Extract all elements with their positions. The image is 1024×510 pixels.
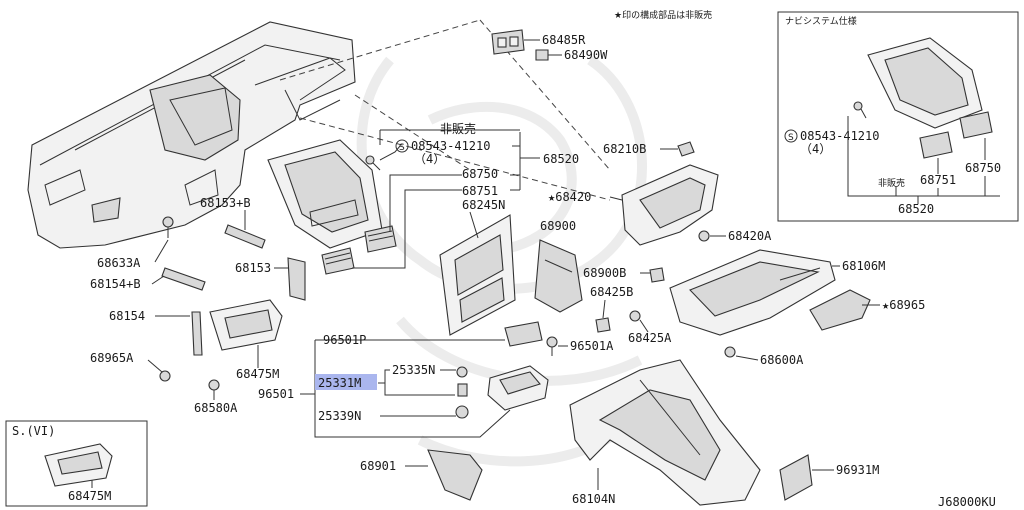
part-25339n-ring[interactable] [455, 405, 469, 419]
screw-icon-68420a [698, 230, 710, 242]
part-68490w-clip[interactable] [535, 49, 549, 61]
label-68633a: 68633A [97, 256, 141, 270]
screw-icon-68600a [724, 346, 736, 358]
part-68154-bracket[interactable] [191, 311, 203, 356]
inset-label-screw-qty: （4） [800, 142, 831, 156]
inset-label-68750: 68750 [965, 161, 1001, 175]
inset-navi-title: ナビシステム仕様 [785, 15, 857, 27]
label-68153: 68153 [235, 261, 271, 275]
label-68104n: 68104N [572, 492, 615, 506]
label-68900b: 68900B [583, 266, 626, 280]
label-68600a: 68600A [760, 353, 804, 367]
label-68475m: 68475M [236, 367, 279, 381]
inset-label-68751: 68751 [920, 173, 956, 187]
dashboard-panel[interactable] [27, 21, 356, 249]
part-68900b-clip[interactable] [649, 267, 665, 283]
part-96501p-ashtray-lid[interactable] [504, 321, 543, 347]
label-68490w: 68490W [564, 48, 608, 62]
part-68965-lid[interactable] [809, 289, 871, 331]
part-68901-finisher[interactable] [427, 449, 483, 501]
part-96931m-finisher[interactable] [779, 454, 813, 501]
label-68485r: 68485R [542, 33, 586, 47]
diagram-code: J68000KU [938, 495, 996, 509]
label-68210b: 68210B [603, 142, 646, 156]
part-68900-side-trim[interactable] [534, 239, 583, 313]
label-68420: ★68420 [548, 190, 591, 204]
label-25331m[interactable]: 25331M [318, 376, 361, 390]
inset-label-68520: 68520 [898, 202, 934, 216]
label-68153b: 68153+B [200, 196, 251, 210]
screw-icon-68580a [208, 379, 220, 391]
screw-icon-96501a [546, 336, 558, 356]
part-25335n-plug[interactable] [456, 366, 468, 397]
screw-icon-inset [853, 101, 867, 119]
inset-label-hanbai: 非販売 [878, 177, 905, 189]
part-68154b-bracket[interactable] [161, 267, 206, 291]
label-68580a: 68580A [194, 401, 238, 415]
part-25331m-socket[interactable] [487, 365, 549, 411]
part-68104n-center-console[interactable] [569, 359, 761, 506]
part-68751-vent[interactable] [321, 247, 355, 275]
label-68245n: 68245N [462, 198, 505, 212]
s-circle-mark-inset: S [788, 133, 794, 143]
part-68485r-switch[interactable] [491, 29, 525, 55]
inset-sv-title: S.(VI) [12, 424, 55, 438]
label-96931m: 96931M [836, 463, 879, 477]
label-68750: 68750 [462, 167, 498, 181]
highlight-box-25331m [315, 374, 377, 390]
part-68425b-clip[interactable] [595, 317, 611, 333]
part-68210b-clip[interactable] [677, 141, 695, 157]
label-68965: ★68965 [882, 298, 925, 312]
inset-navi-system: ナビシステム仕様 S 08543-41210 （4） 68751 68750 非… [777, 11, 1019, 222]
non-sale-note: ★印の構成部品は非販売 [614, 9, 712, 21]
inset-sv-label: 68475M [68, 489, 111, 503]
s-circle-mark: S [399, 143, 405, 153]
part-68750-vent[interactable] [364, 225, 397, 253]
part-68520-cluster-bezel[interactable] [267, 139, 383, 249]
part-68153-bracket[interactable] [287, 257, 306, 301]
part-68153b-bracket[interactable] [224, 224, 266, 249]
inset-bezel[interactable] [867, 37, 983, 129]
label-hanbai: 非販売 [440, 121, 476, 136]
label-96501: 96501 [258, 387, 294, 401]
screw-icon-68425a [629, 310, 641, 322]
label-68154b: 68154+B [90, 277, 141, 291]
inset-label-screw: 08543-41210 [800, 129, 879, 143]
inset-sv: S.(VI) 68475M [5, 420, 148, 507]
screw-icon [365, 155, 381, 171]
part-68245n-center-panel[interactable] [439, 214, 516, 336]
label-96501a: 96501A [570, 339, 614, 353]
label-68751: 68751 [462, 184, 498, 198]
label-68900: 68900 [540, 219, 576, 233]
inset-sv-pocket[interactable] [44, 443, 113, 487]
label-68106m: 68106M [842, 259, 885, 273]
label-68154: 68154 [109, 309, 145, 323]
label-68965a: 68965A [90, 351, 134, 365]
label-68425b: 68425B [590, 285, 633, 299]
label-68425a: 68425A [628, 331, 672, 345]
screw-icon-68633a [162, 216, 174, 238]
label-screw: 08543-41210 [411, 139, 490, 153]
inset-vent-68750[interactable] [959, 111, 993, 139]
label-68901: 68901 [360, 459, 396, 473]
screw-icon-68965a [159, 370, 171, 382]
label-25335n: 25335N [392, 363, 435, 377]
label-25339n: 25339N [318, 409, 361, 423]
label-96501p: 96501P [323, 333, 366, 347]
label-68520: 68520 [543, 152, 579, 166]
part-68475m-pocket[interactable] [209, 299, 283, 351]
inset-vent-68751[interactable] [919, 131, 953, 159]
part-68106m-glove-box[interactable] [669, 249, 836, 336]
part-68420-cluster-lid[interactable] [621, 164, 719, 246]
label-68420a: 68420A [728, 229, 772, 243]
label-screw-qty: （4） [414, 152, 445, 166]
